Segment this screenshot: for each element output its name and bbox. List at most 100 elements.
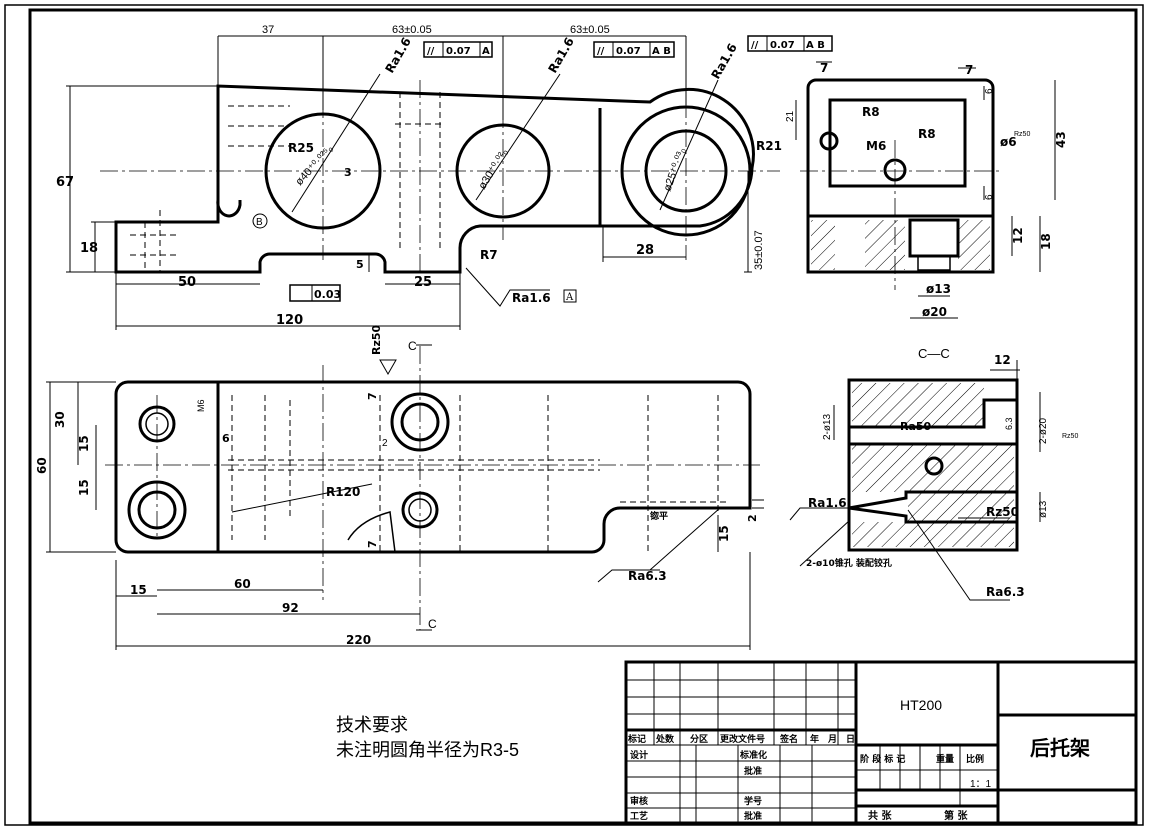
top-dim-15c: 15	[717, 525, 731, 542]
svg-text:A B: A B	[652, 46, 671, 57]
side-rz50: Rz50	[1014, 131, 1030, 138]
svg-text:审核: 审核	[630, 795, 648, 807]
side-dim-18: 18	[1039, 233, 1053, 250]
top-view: 30 15 15 60 6 M6 7 7 2 2 R120 15 15 60 9…	[35, 324, 764, 650]
cc-dim-phi20: 2-ø20	[1038, 417, 1049, 444]
side-dim-6b: 6	[984, 194, 995, 200]
tech-line: 未注明圆角半径为R3-5	[336, 740, 519, 760]
top-dim-15b: 15	[77, 479, 91, 496]
ra16-label-5: Ra1.6	[808, 496, 847, 510]
part-name: 后托架	[1030, 736, 1090, 760]
svg-text://: //	[427, 46, 435, 57]
svg-text:0.07: 0.07	[446, 46, 471, 57]
svg-text:A: A	[482, 46, 490, 57]
side-dim-7b: 7	[965, 63, 973, 77]
section-c-bottom: C	[428, 617, 437, 631]
top-dim-220: 220	[346, 633, 371, 647]
rz50-label-3: Rz50	[1062, 433, 1078, 440]
svg-text://: //	[597, 46, 605, 57]
top-dim-7a: 7	[366, 392, 379, 400]
svg-text:批准: 批准	[744, 810, 762, 822]
side-dim-7a: 7	[820, 61, 828, 75]
section-cc-title: C—C	[918, 346, 950, 361]
svg-text:批准: 批准	[744, 765, 762, 777]
cc-dim-phi13: 2-ø13	[822, 413, 833, 440]
side-dim-r8a: R8	[862, 105, 880, 119]
title-block: HT200 后托架 标记 处数 分区 更改文件号 签名 年 月 日 设计 标准化…	[624, 660, 1138, 825]
svg-text:阶 段 标 记: 阶 段 标 记	[860, 753, 905, 765]
ra16-label-1: Ra1.6	[382, 35, 413, 75]
top-dim-15a: 15	[77, 435, 91, 452]
svg-text:分区: 分区	[690, 733, 708, 745]
top-dim-m6: M6	[196, 399, 206, 412]
cc-dim-12: 12	[994, 353, 1011, 367]
side-dim-m6: M6	[866, 139, 886, 153]
cc-note: 2-ø10锥孔 装配铰孔	[806, 557, 892, 569]
flatness-value: 0.03	[314, 288, 341, 301]
dim-r25: R25	[288, 141, 314, 155]
top-dim-60b: 60	[234, 577, 251, 591]
svg-text:工艺: 工艺	[630, 810, 648, 822]
side-dim-6a: 6	[984, 88, 995, 94]
top-dim-2b: 2	[746, 514, 759, 522]
svg-text:更改文件号: 更改文件号	[720, 733, 765, 745]
dim-63b: 63±0.05	[570, 24, 610, 36]
dim-25: 25	[414, 275, 432, 290]
svg-text://: //	[751, 40, 759, 51]
dim-50: 50	[178, 275, 196, 290]
svg-text:标记: 标记	[627, 733, 646, 745]
dim-r21: R21	[756, 139, 782, 153]
svg-text:年: 年	[810, 733, 819, 745]
svg-text:处数: 处数	[655, 733, 675, 745]
ra16-label-4: Ra1.6	[512, 291, 551, 305]
ra16-label-2: Ra1.6	[545, 35, 576, 75]
dim-hole30: ø30⁺⁰·⁰²₀	[476, 147, 510, 192]
side-dim-phi6: ø6	[1000, 135, 1017, 149]
dim-37: 37	[262, 24, 274, 36]
dim-63a: 63±0.05	[392, 24, 432, 36]
side-view: 7 7 21 6 6 43 R8 R8 M6 ø6 Rz50 12 18 ø13…	[785, 61, 1068, 319]
svg-text:共 张: 共 张	[868, 809, 892, 822]
svg-text:日: 日	[846, 734, 855, 745]
svg-text:月: 月	[827, 734, 837, 745]
scale-value: 1：1	[970, 779, 992, 790]
side-dim-phi13: ø13	[926, 282, 951, 296]
top-dim-15d: 15	[130, 583, 147, 597]
top-dim-7b: 7	[366, 540, 379, 548]
svg-text:签名: 签名	[779, 733, 798, 745]
rz50-label-2: Rz50	[986, 505, 1019, 519]
flatness-frame	[289, 284, 341, 302]
dim-hole25: ø25⁺⁰·⁰³₀	[662, 146, 689, 193]
tech-title: 技术要求	[336, 715, 408, 735]
svg-text:重量: 重量	[936, 753, 954, 765]
inner-border	[28, 8, 1138, 825]
datum-a-box	[563, 289, 577, 303]
top-dim-30: 30	[53, 411, 67, 428]
svg-text:设计: 设计	[630, 749, 648, 761]
ra63-label-2: Ra6.3	[986, 585, 1025, 599]
section-cc-view: C—C 12 2-ø13 2-ø20 ø13 6.3 Rz50 Ra50 Ra1…	[789, 346, 1078, 601]
front-view: 37 63±0.05 63±0.05 67 18 50 120 25 5 28 …	[56, 24, 833, 330]
side-dim-12: 12	[1011, 227, 1025, 244]
tol-frame-3: // 0.07 A B	[747, 35, 833, 52]
svg-text:比例: 比例	[966, 753, 984, 765]
outer-border	[4, 4, 1144, 826]
top-note-flush: 锪平	[650, 510, 668, 522]
top-dim-2a: 2	[382, 438, 388, 449]
section-c-top: C	[408, 339, 417, 353]
datum-b-circle	[252, 213, 268, 229]
svg-text:学号: 学号	[744, 795, 762, 807]
side-dim-phi20: ø20	[922, 305, 947, 319]
datum-a-label: A	[565, 292, 574, 303]
material: HT200	[900, 697, 942, 713]
ra16-label-3: Ra1.6	[708, 41, 739, 81]
svg-text:0.07: 0.07	[770, 40, 795, 51]
side-dim-21: 21	[785, 110, 796, 122]
dim-5: 5	[356, 258, 364, 271]
top-dim-6: 6	[222, 432, 230, 445]
ra63-label-1: Ra6.3	[628, 569, 667, 583]
top-dim-92: 92	[282, 601, 299, 615]
dim-18: 18	[80, 241, 98, 256]
dim-120: 120	[276, 313, 303, 328]
